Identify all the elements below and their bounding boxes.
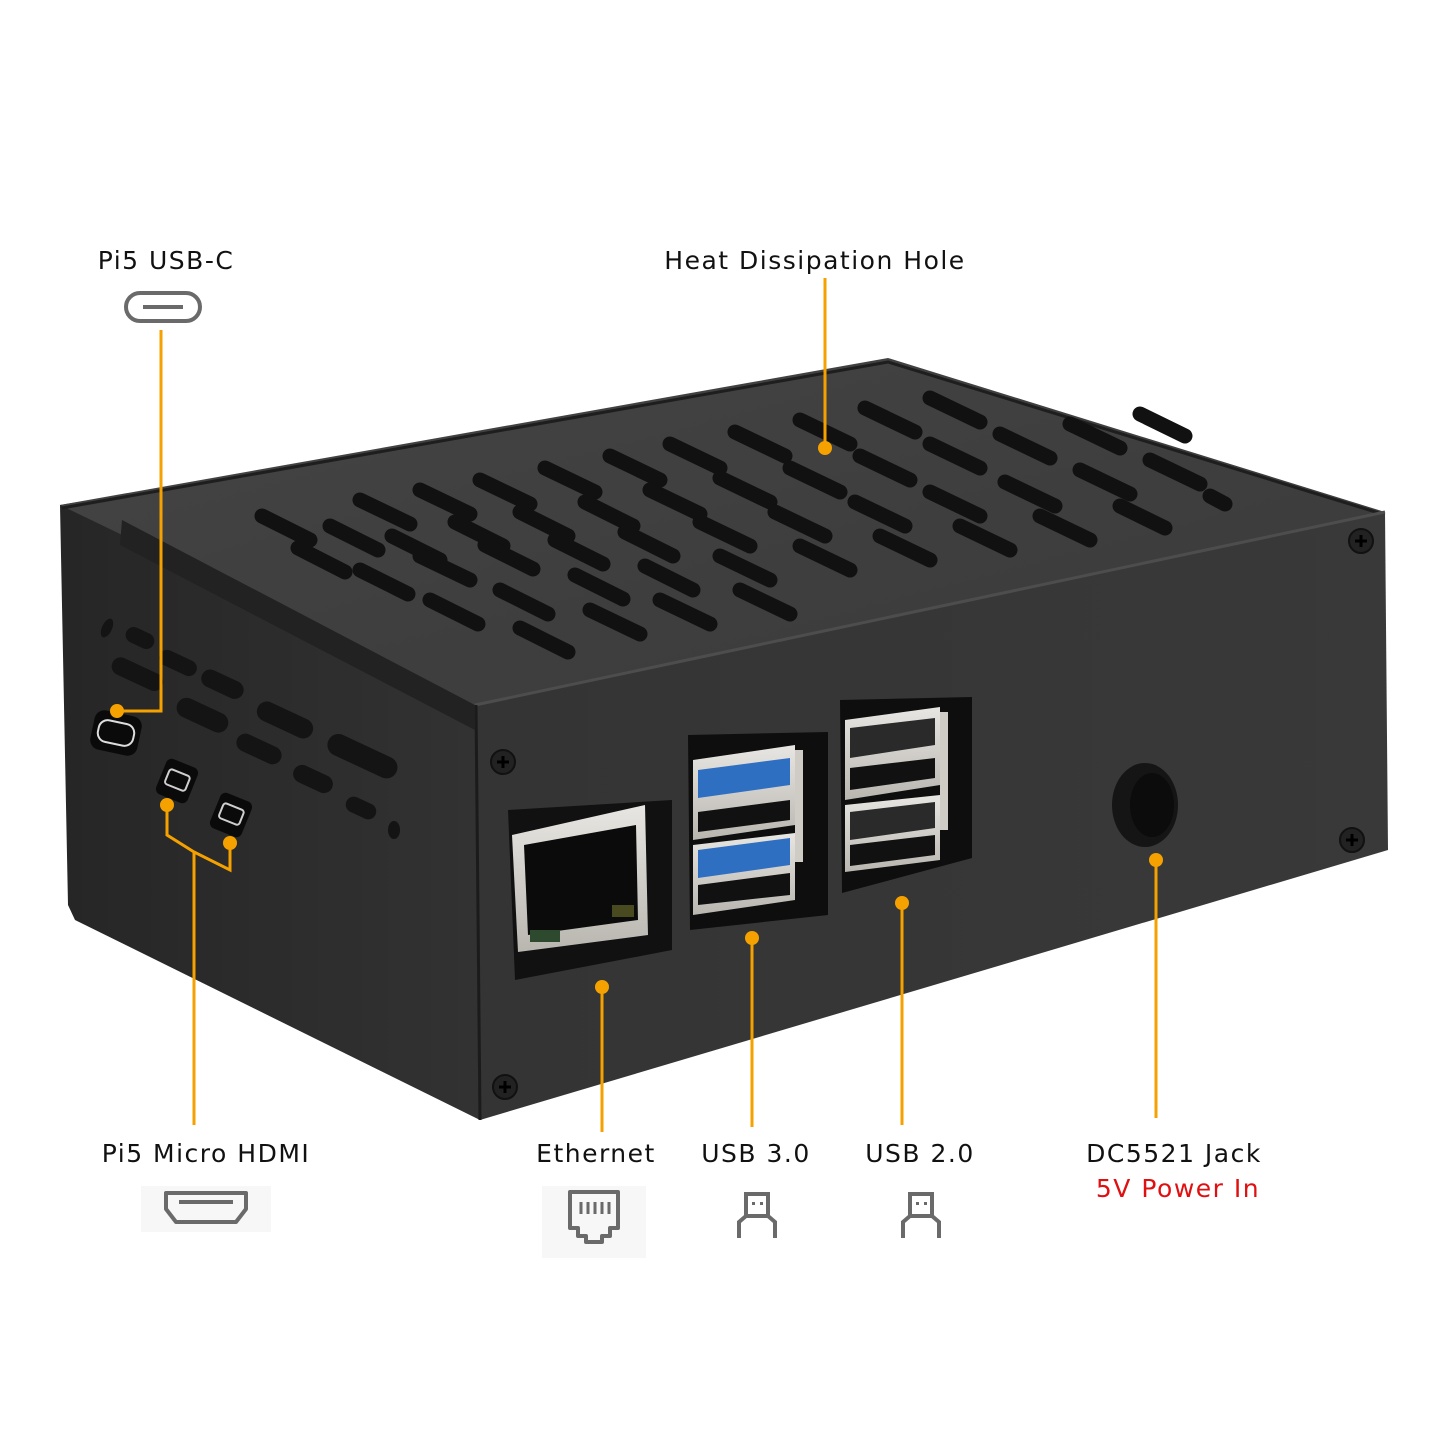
usb2-port-icon [898,1190,944,1242]
label-ethernet: Ethernet [536,1139,656,1168]
usb2-ports [840,697,972,893]
usb3-ports [688,732,828,930]
leader-lines [117,278,1158,1132]
screws [490,528,1374,1100]
left-side-vents [100,618,400,839]
usb-c-port [90,710,142,756]
dc-jack [1112,763,1178,847]
ethernet-port [508,800,672,980]
label-usb2: USB 2.0 [865,1139,975,1168]
micro-hdmi-ports [155,758,253,838]
usb-c-port-icon [123,290,203,324]
label-dc-jack: DC5521 Jack [1086,1139,1262,1168]
label-usb3: USB 3.0 [701,1139,811,1168]
ethernet-port-icon [542,1186,646,1258]
label-micro-hdmi: Pi5 Micro HDMI [101,1139,311,1168]
label-5v-power-in: 5V Power In [1095,1174,1261,1203]
label-usb-c: Pi5 USB-C [97,246,235,275]
usb3-port-icon [734,1190,780,1242]
leader-dots [110,441,1163,994]
heat-dissipation-holes [254,390,1233,660]
leader-usb-c [117,330,163,713]
hdmi-port-icon [141,1186,271,1232]
label-heat-dissipation: Heat Dissipation Hole [664,246,966,275]
